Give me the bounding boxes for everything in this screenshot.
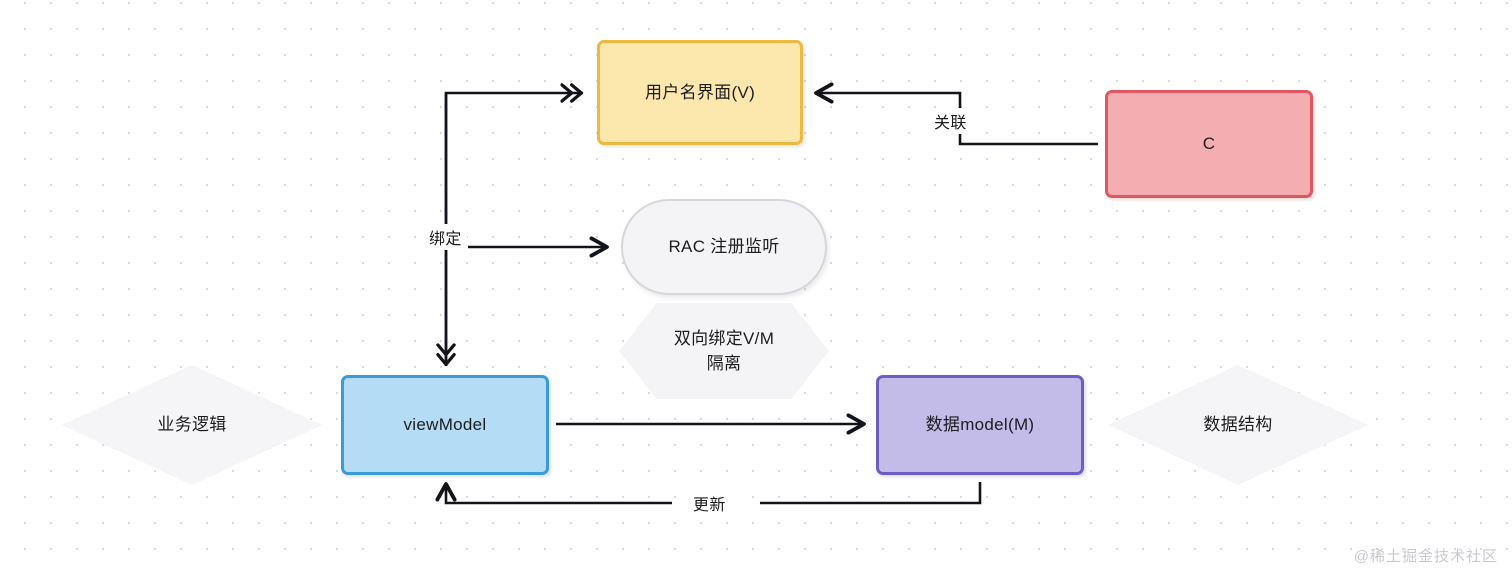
node-data-structure[interactable]: 数据结构: [1108, 365, 1368, 485]
node-c[interactable]: C: [1105, 90, 1313, 198]
node-label: RAC 注册监听: [668, 237, 780, 257]
node-label: 用户名界面(V): [644, 82, 756, 102]
edge-label-association: 关联: [929, 108, 972, 134]
node-data-model[interactable]: 数据model(M): [876, 375, 1084, 475]
edge-label-bind: 绑定: [424, 224, 467, 250]
node-label: 数据model(M): [925, 415, 1035, 435]
node-rac-register-listener[interactable]: RAC 注册监听: [621, 199, 827, 295]
watermark: @稀土掘金技术社区: [1353, 548, 1498, 565]
node-label: viewModel: [403, 415, 487, 435]
node-label: 业务逻辑: [157, 415, 227, 435]
node-viewmodel[interactable]: viewModel: [341, 375, 549, 475]
node-label: 数据结构: [1203, 415, 1273, 435]
node-user-interface-view[interactable]: 用户名界面(V): [597, 40, 803, 145]
edge-label-update: 更新: [688, 490, 731, 516]
node-label: C: [1202, 134, 1216, 154]
node-label-line1: 双向绑定V/M: [673, 328, 775, 348]
node-label-line2: 隔离: [706, 354, 742, 373]
node-business-logic[interactable]: 业务逻辑: [62, 365, 322, 485]
node-two-way-binding-isolation[interactable]: 双向绑定V/M 隔离: [619, 303, 829, 399]
